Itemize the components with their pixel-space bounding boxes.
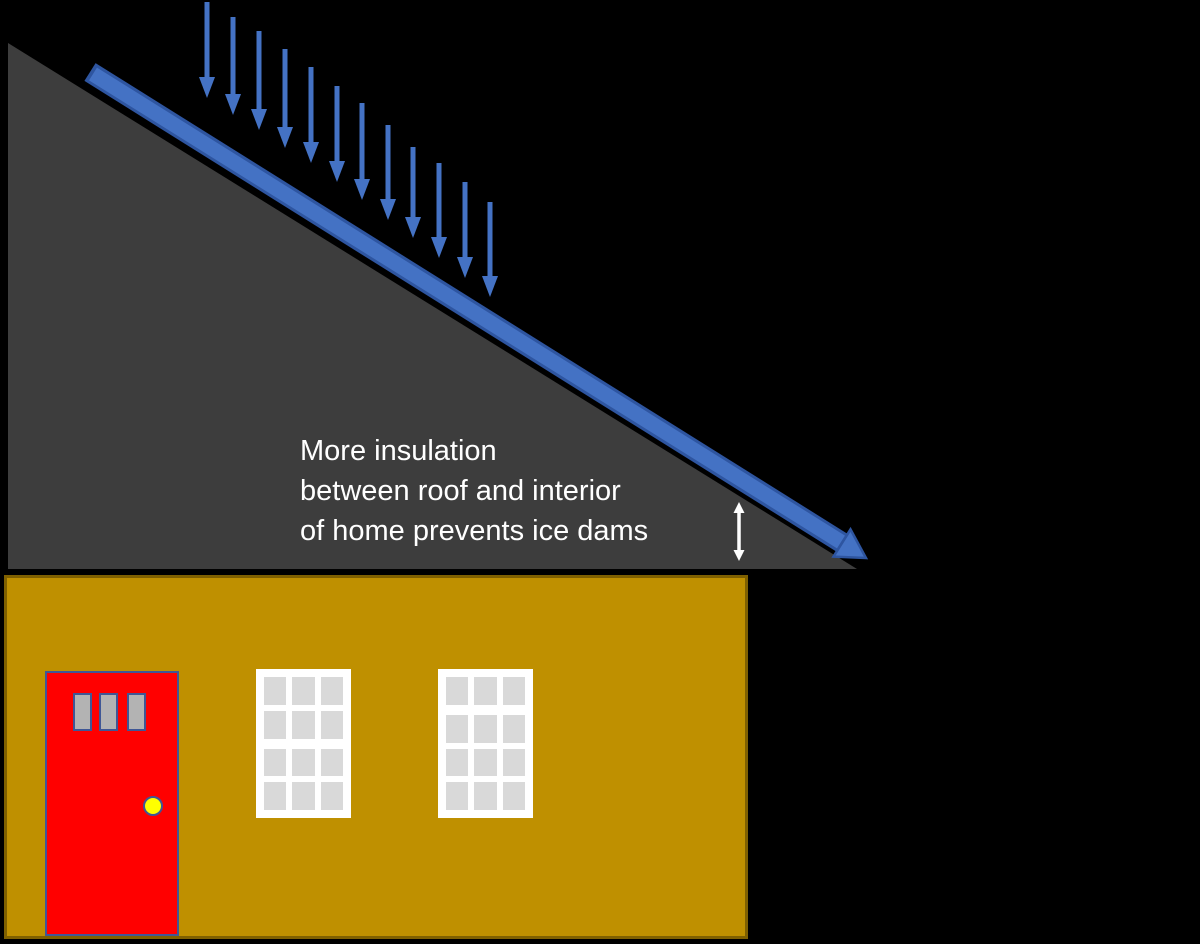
window-pane bbox=[502, 748, 525, 777]
door-window-1 bbox=[73, 693, 92, 731]
window-pane bbox=[446, 748, 469, 777]
snow-arrowhead-5 bbox=[303, 142, 319, 163]
window-pane bbox=[320, 782, 343, 810]
snow-arrowhead-2 bbox=[225, 94, 241, 115]
window-pane bbox=[474, 748, 497, 777]
window-pane bbox=[320, 710, 343, 739]
roof-flow-arrowhead bbox=[831, 526, 869, 560]
insulation-depth-arrowhead-bottom bbox=[733, 550, 745, 561]
window-right bbox=[438, 669, 533, 818]
window-pane bbox=[292, 710, 315, 739]
window-pane bbox=[292, 748, 315, 777]
window-pane bbox=[292, 677, 315, 705]
window-pane bbox=[502, 782, 525, 810]
snow-arrowhead-4 bbox=[277, 127, 293, 148]
snow-arrowhead-9 bbox=[405, 217, 421, 238]
window-pane bbox=[446, 677, 469, 705]
snow-arrowhead-11 bbox=[457, 257, 473, 278]
window-pane bbox=[264, 677, 287, 705]
window-pane bbox=[474, 677, 497, 705]
insulation-annotation: More insulation between roof and interio… bbox=[300, 431, 648, 551]
snow-arrowhead-12 bbox=[482, 276, 498, 297]
window-pane bbox=[502, 677, 525, 705]
annotation-line-2: between roof and interior bbox=[300, 475, 621, 507]
window-pane bbox=[446, 714, 469, 743]
window-pane bbox=[264, 782, 287, 810]
roof-insulation-triangle bbox=[8, 43, 857, 569]
snow-arrowhead-6 bbox=[329, 161, 345, 182]
front-door bbox=[45, 671, 179, 936]
window-pane bbox=[446, 782, 469, 810]
annotation-line-3: of home prevents ice dams bbox=[300, 515, 649, 547]
window-pane bbox=[502, 714, 525, 743]
window-left bbox=[256, 669, 351, 818]
snow-arrowhead-10 bbox=[431, 237, 447, 258]
window-pane bbox=[264, 710, 287, 739]
window-pane bbox=[320, 748, 343, 777]
annotation-line-1: More insulation bbox=[300, 435, 497, 467]
roof-flow-arrow-shaft bbox=[89, 67, 845, 549]
snow-arrowhead-7 bbox=[354, 179, 370, 200]
door-window-3 bbox=[127, 693, 146, 731]
snow-arrowhead-1 bbox=[199, 77, 215, 98]
window-pane bbox=[474, 782, 497, 810]
window-pane bbox=[264, 748, 287, 777]
window-pane bbox=[292, 782, 315, 810]
door-knob bbox=[143, 796, 163, 816]
insulation-depth-arrowhead-top bbox=[733, 502, 745, 513]
window-pane bbox=[320, 677, 343, 705]
door-window-2 bbox=[99, 693, 118, 731]
snow-arrowhead-8 bbox=[380, 199, 396, 220]
window-pane bbox=[474, 714, 497, 743]
snow-arrowhead-3 bbox=[251, 109, 267, 130]
